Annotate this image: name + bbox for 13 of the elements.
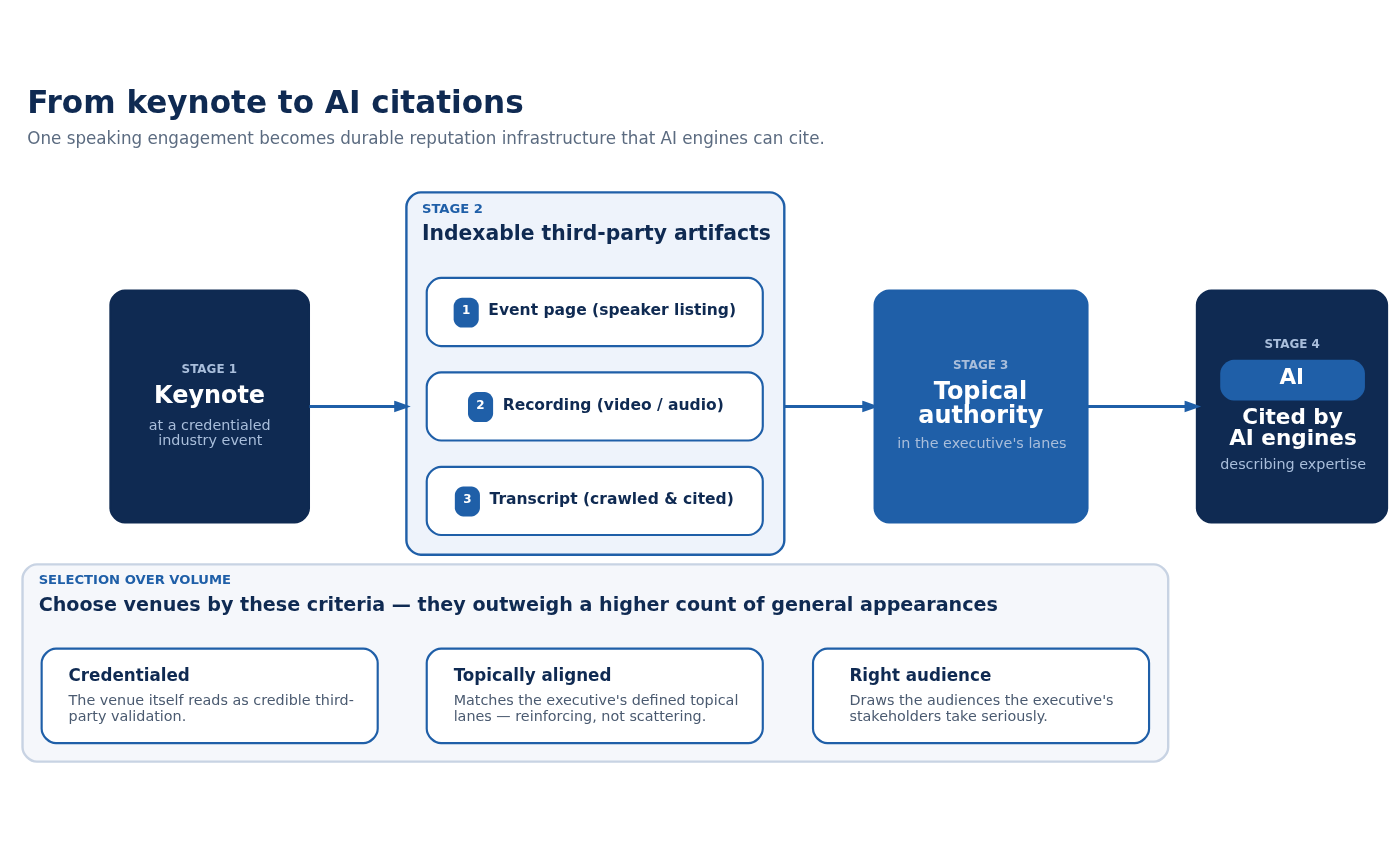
node-box: 2 Recording (video / audio)	[425, 371, 764, 442]
node-box: STAGE 3 Topical authority in the executive's lanes	[873, 289, 1089, 524]
node-box: Topically aligned Matches the executive's defined topical lanes — reinforcing, not scattering.	[425, 647, 764, 745]
arrow	[309, 400, 411, 413]
node-box: Credentialed The venue itself reads as credible third-party validation.	[40, 647, 379, 745]
node-box: STAGE 4 AI Cited by AI engines describing expertise	[1195, 289, 1389, 524]
node-box: STAGE 1 Keynote at a credentialed industry event	[109, 289, 310, 524]
node-box: 1 Event page (speaker listing)	[425, 276, 764, 348]
arrow	[1087, 400, 1202, 413]
diagram-title: From keynote to AI citations	[27, 83, 524, 120]
node-box: 3 Transcript (crawled & cited)	[425, 465, 764, 537]
node-box: Right audience Draws the audiences the executive's stakeholders take seriously.	[811, 647, 1151, 745]
caption: One speaking engagement becomes durable reputation infrastructure that AI engines can cite.	[27, 128, 825, 149]
